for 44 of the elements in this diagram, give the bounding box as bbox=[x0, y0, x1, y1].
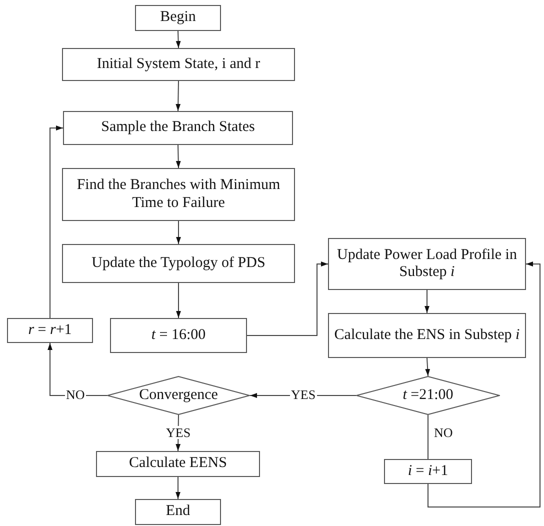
step-label: Convergence bbox=[139, 386, 218, 404]
step-label: r = r+1 bbox=[28, 322, 72, 340]
step-label: Initial System State, i and r bbox=[96, 56, 260, 74]
process-box bbox=[328, 313, 526, 358]
step-label: Calculate the ENS in Substep i bbox=[334, 326, 520, 344]
step-label: Update Power Load Profile in Substep i bbox=[336, 246, 518, 282]
step-label: Find the Branches with Minimum Time to Failure bbox=[76, 177, 282, 212]
edge-label: NO bbox=[65, 388, 86, 401]
step-label: t = 16:00 bbox=[151, 326, 206, 344]
process-box bbox=[62, 48, 295, 81]
step-label: Update the Typology of PDS bbox=[92, 254, 266, 272]
process-box bbox=[96, 451, 260, 477]
edge-label: YES bbox=[165, 426, 192, 439]
arrow bbox=[424, 290, 430, 314]
process-box bbox=[110, 318, 247, 353]
arrow bbox=[425, 358, 430, 376]
process-box bbox=[135, 499, 221, 525]
process-box bbox=[62, 244, 295, 283]
arrow bbox=[176, 282, 181, 318]
decision-diamond bbox=[107, 376, 250, 415]
arrow bbox=[246, 262, 328, 336]
process-box bbox=[62, 168, 295, 221]
arrow bbox=[176, 80, 181, 112]
arrow bbox=[176, 476, 180, 500]
step-label: i = i+1 bbox=[408, 462, 448, 480]
arrow bbox=[176, 144, 181, 168]
process-box bbox=[384, 459, 472, 484]
step-label: Calculate EENS bbox=[129, 455, 227, 473]
arrow bbox=[50, 126, 64, 318]
process-box bbox=[328, 238, 526, 290]
edge-label: NO bbox=[433, 426, 454, 439]
process-box bbox=[135, 5, 221, 31]
decision-diamond bbox=[356, 376, 500, 415]
step-label: Sample the Branch States bbox=[101, 119, 255, 137]
edge-label: YES bbox=[290, 388, 317, 401]
arrow bbox=[176, 220, 181, 244]
step-label: End bbox=[166, 503, 190, 521]
step-label: t =21:00 bbox=[402, 386, 454, 404]
arrow bbox=[176, 30, 181, 48]
arrow bbox=[48, 342, 108, 396]
process-box bbox=[7, 318, 93, 343]
process-box bbox=[63, 111, 293, 145]
arrow bbox=[428, 262, 540, 508]
step-label: Begin bbox=[160, 9, 196, 27]
